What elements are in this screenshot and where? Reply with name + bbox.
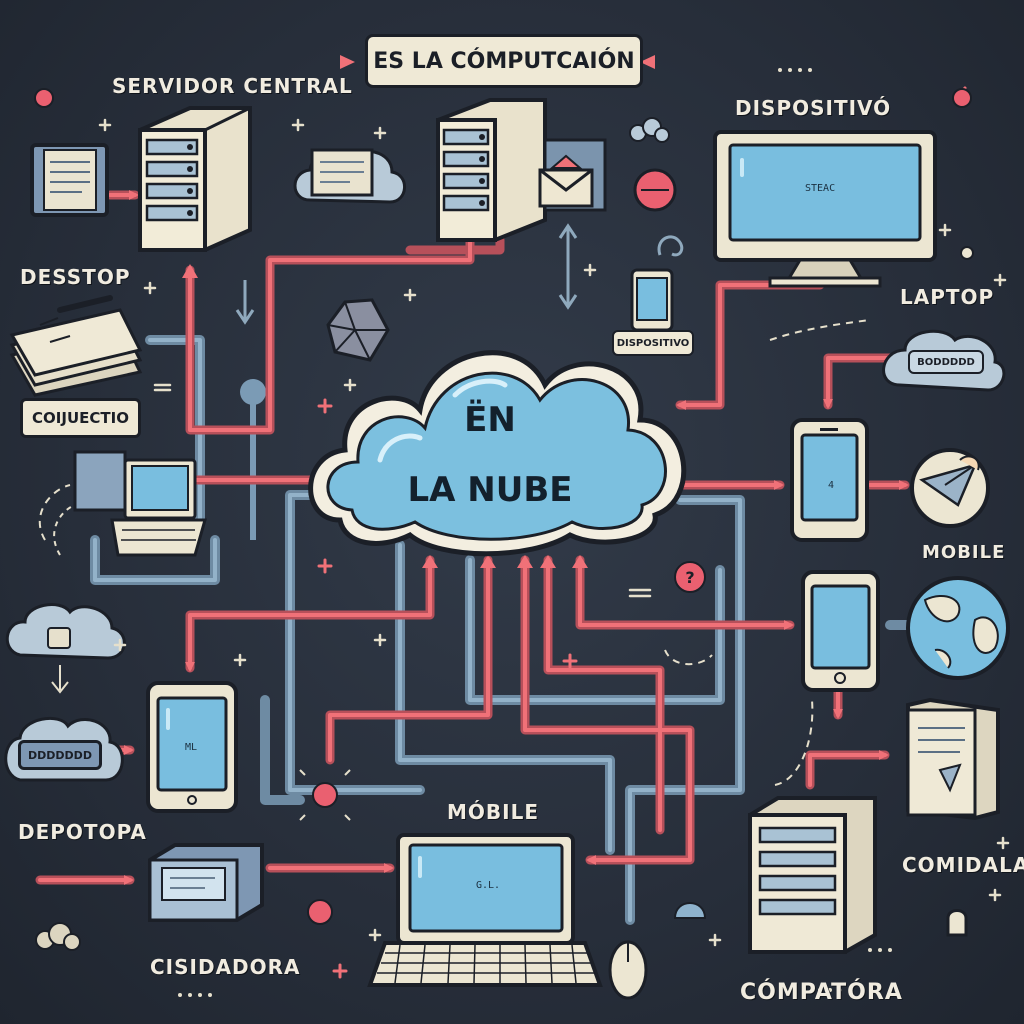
email-envelope	[538, 138, 607, 212]
tag-depotopa-cloud-text: DDDDDDD	[28, 748, 92, 762]
cloud-title-line2: LA NUBE	[407, 470, 573, 510]
left-laptop	[53, 450, 207, 557]
desktop-monitor	[713, 130, 937, 288]
dot-rows	[178, 68, 892, 997]
label-compatora: CÓMPATÓRA	[740, 980, 903, 1005]
laptop-bottom	[367, 833, 603, 987]
tag-dispositivo-small-text: DISPOSITIVO	[616, 337, 690, 349]
lock-icon	[946, 909, 968, 937]
red-connector-laptop-phone	[823, 353, 895, 410]
label-dispositivo: DISPOSITIVÓ	[735, 96, 892, 120]
b-badge	[299, 769, 351, 821]
document-right	[906, 697, 1000, 821]
label-cisidadora: CISIDADORA	[150, 955, 301, 979]
dashed-arrows	[38, 319, 871, 786]
red-connector-monitor-cloud	[675, 280, 825, 410]
red-connector-cloud-bottom1	[325, 555, 493, 765]
storage-drive	[148, 843, 264, 922]
server-top-center	[436, 98, 547, 242]
label-servidor-central: SERVIDOR CENTRAL	[112, 74, 353, 98]
cloud-left-mid	[5, 603, 126, 694]
phone-right	[790, 418, 869, 542]
blue-arrow-down-server	[235, 280, 255, 325]
question-badge	[674, 561, 706, 593]
label-desstop: DESSTOP	[20, 265, 131, 289]
title-flags	[340, 55, 655, 69]
cloud-title-line1: ËN	[464, 400, 516, 440]
document-file-top-left	[30, 143, 109, 217]
label-comidala: COMIDALA	[902, 853, 1024, 877]
gauge-icon	[673, 902, 707, 919]
tag-depotopa-cloud: DDDDDDD	[18, 740, 102, 770]
laptop-bottom-screen-text: G.L.	[476, 880, 501, 891]
tablet-left	[146, 681, 238, 813]
tag-laptop-cloud: BODDDDD	[908, 350, 984, 374]
small-phone-device	[630, 268, 674, 332]
tag-conectado: COIJUECTIO	[20, 398, 141, 438]
label-laptop: LAPTOP	[900, 285, 995, 309]
tiny-cloud-top	[629, 117, 670, 143]
monitor-screen-text: STEAC	[805, 183, 836, 194]
globe-icon	[906, 576, 1010, 680]
cloud-document-top	[293, 148, 406, 204]
phone-right-screen-text: 4	[828, 480, 835, 491]
cloud-inbound-arrows	[182, 264, 588, 568]
tag-laptop-cloud-text: BODDDDD	[917, 356, 975, 368]
pink-pins	[34, 88, 974, 260]
tiny-cloud-bottom	[35, 922, 81, 951]
v-badge	[307, 899, 333, 925]
sparkles	[98, 118, 1010, 947]
server-central	[138, 106, 252, 252]
signal-swirl	[657, 235, 684, 257]
tag-dispositivo-small: DISPOSITIVO	[612, 330, 694, 356]
mouse-icon	[608, 940, 648, 1000]
title-banner: ES LA CÓMPUTCAIÓN	[365, 34, 643, 88]
title-text: ES LA CÓMPUTCAIÓN	[373, 48, 635, 74]
label-depotopa: DEPOTOPA	[18, 820, 147, 844]
blue-connector-bottom-left	[260, 695, 305, 805]
tablet-left-screen-text: ML	[185, 742, 198, 753]
paper-plane-badge	[910, 448, 990, 528]
label-mobile-right: MOBILE	[922, 542, 1006, 563]
phone-right-2	[801, 570, 880, 692]
paper-stack	[9, 295, 143, 397]
tower-server	[748, 796, 877, 954]
label-mobile-bottom: MÓBILE	[447, 800, 539, 824]
blue-arrows	[235, 223, 578, 540]
svg-text:?: ?	[685, 568, 694, 587]
central-cloud	[308, 350, 687, 557]
red-connector-server2	[405, 235, 505, 255]
red-connector-server-doc	[805, 750, 890, 790]
crystal-icon	[326, 298, 390, 362]
tag-conectado-text: COIJUECTIO	[32, 409, 129, 427]
